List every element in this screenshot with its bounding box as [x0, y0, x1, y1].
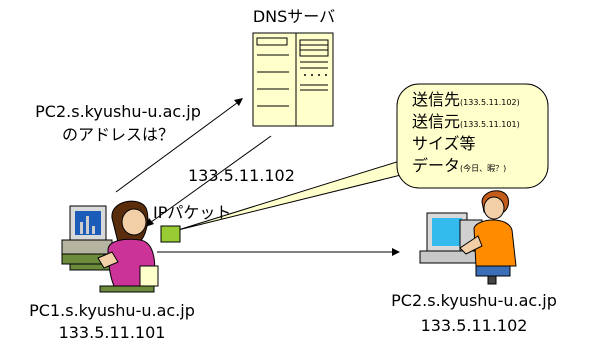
query-line1: PC2.s.kyushu-u.ac.jp: [35, 102, 201, 121]
callout-line-size: サイズ等: [412, 134, 476, 153]
pc1-user-icon: [61, 200, 159, 293]
dns-server-label: DNSサーバ: [252, 7, 336, 26]
callout-line-dest: 送信先(133.5.11.102): [412, 90, 520, 109]
callout-line-src: 送信元(133.5.11.101): [412, 112, 520, 131]
pc1-ip: 133.5.11.101: [58, 323, 166, 342]
pc2-user-icon: [419, 190, 517, 285]
query-line2: のアドレスは？: [61, 125, 174, 144]
packet-label: IPパケット: [153, 203, 232, 222]
pc1-hostname: PC1.s.kyushu-u.ac.jp: [29, 301, 195, 320]
dns-server-icon: [252, 32, 334, 127]
ip-packet-icon: [160, 225, 181, 243]
pc2-ip: 133.5.11.102: [420, 316, 528, 335]
send-arrow: [157, 248, 400, 256]
pc2-hostname: PC2.s.kyushu-u.ac.jp: [391, 291, 557, 310]
callout-line-data: データ(今日、暇？): [412, 156, 507, 175]
query-arrow: [115, 98, 243, 193]
callout-bubble: [177, 83, 549, 231]
reply-address: 133.5.11.102: [188, 166, 295, 185]
